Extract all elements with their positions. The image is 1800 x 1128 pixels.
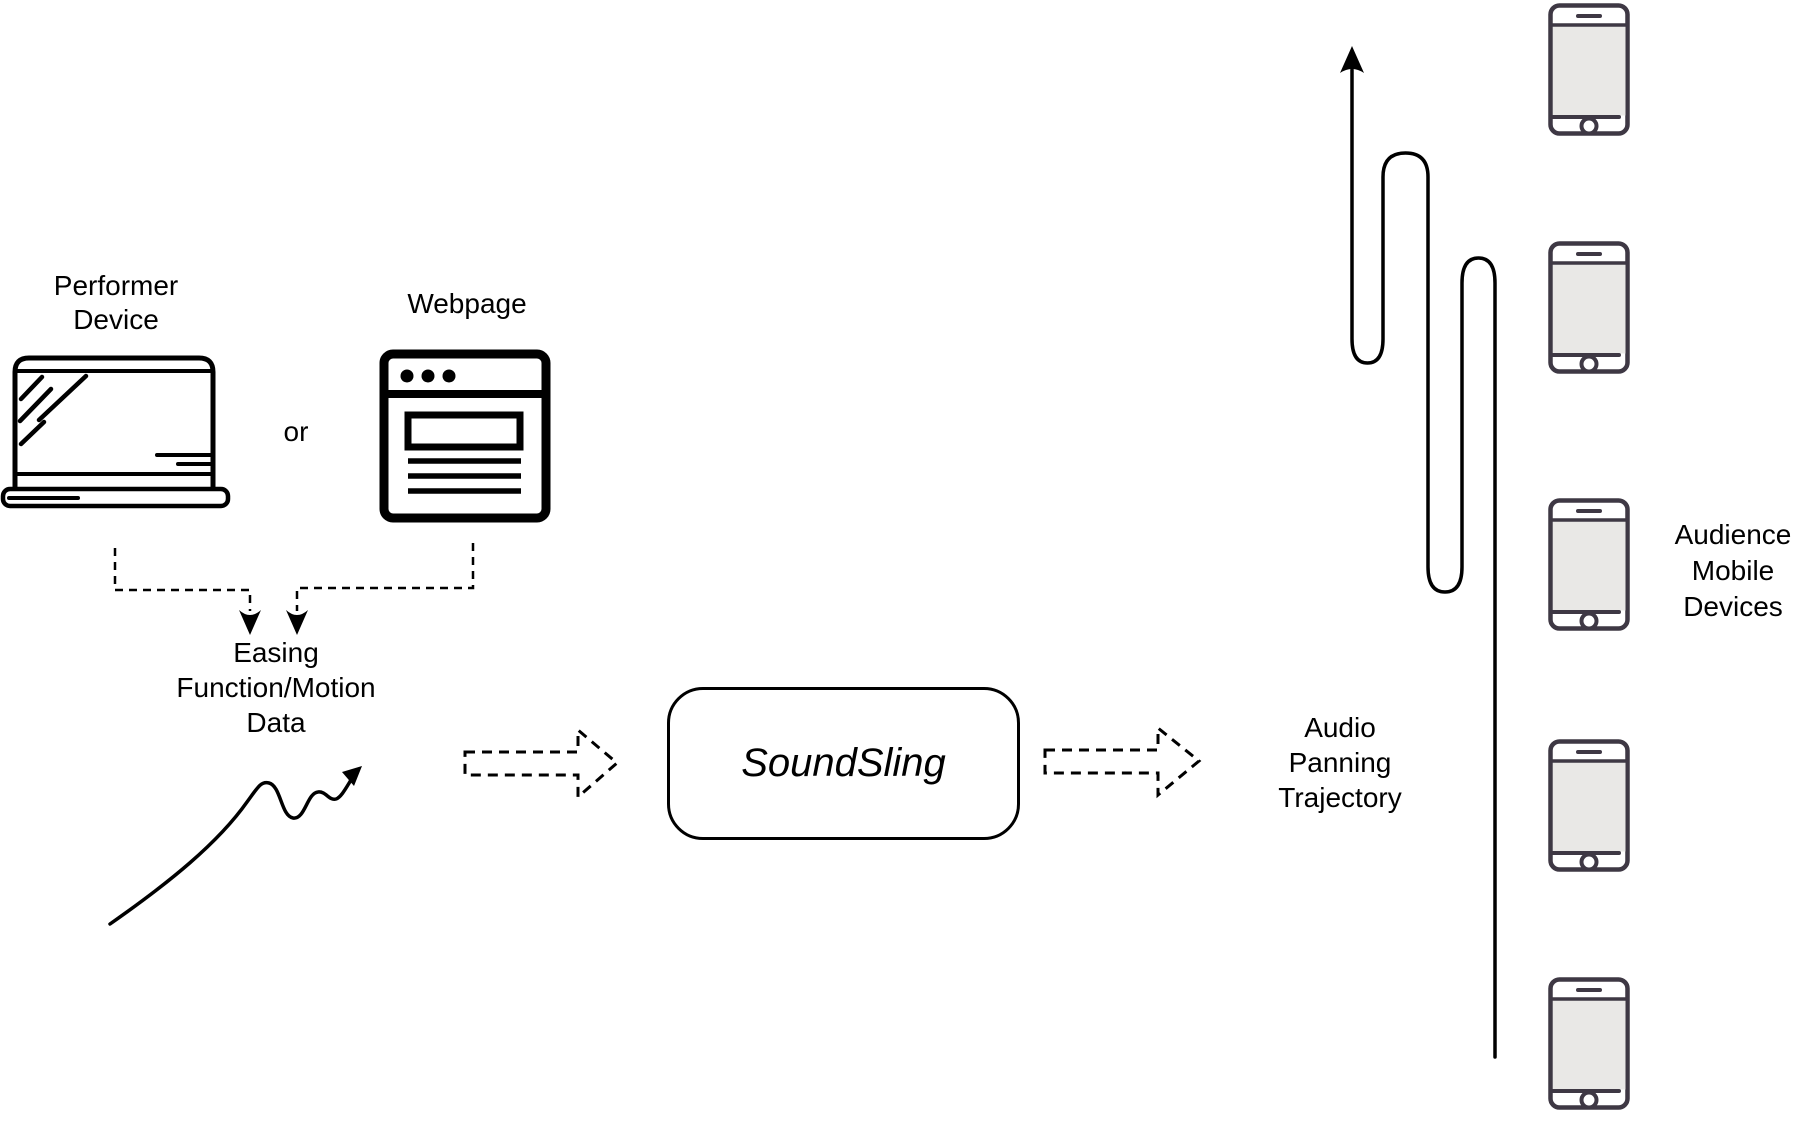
smartphone-icon (1548, 3, 1630, 136)
performer-device-label-line2: Device (73, 304, 159, 335)
soundsling-node: SoundSling (667, 687, 1020, 840)
audience-label-line1: Audience (1674, 519, 1792, 550)
phone-screen (1553, 26, 1626, 116)
audio-panning-trajectory-label: Audio Panning Trajectory (1250, 710, 1430, 815)
laptop-screen-detail-lines (155, 453, 215, 466)
browser-window-buttons (400, 369, 456, 383)
audience-mobile-devices-label: Audience Mobile Devices (1653, 517, 1800, 625)
phone-screen (1553, 264, 1626, 354)
phone-screen (1553, 521, 1626, 611)
phone-screen (1553, 762, 1626, 852)
easing-label-line3: Data (246, 707, 306, 738)
phone-home-button (1579, 1090, 1599, 1110)
smartphone-icon (1548, 739, 1630, 872)
performer-device-label-line1: Performer (53, 270, 179, 301)
smartphone-icon (1548, 498, 1630, 631)
browser-hero-block (404, 411, 524, 451)
audience-label-line3: Devices (1683, 591, 1783, 622)
performer-device-label: Performer Device (36, 269, 196, 337)
browser-window-icon (379, 349, 551, 523)
easing-label-line1: Easing (233, 637, 319, 668)
webpage-label: Webpage (407, 288, 527, 319)
easing-label-line2: Function/Motion (176, 672, 376, 703)
laptop-screen-shine-lines (17, 373, 89, 447)
connector-arrowheads (239, 610, 308, 635)
laptop-base (0, 486, 231, 509)
phone-screen (1553, 1000, 1626, 1090)
audio-label-line3: Trajectory (1278, 782, 1402, 813)
webpage-connector-line (295, 543, 475, 611)
down-arrowhead-icon (239, 610, 261, 635)
laptop-connector-line (113, 548, 252, 611)
curve-arrowhead-icon (342, 766, 362, 786)
audience-phones (1548, 3, 1630, 1110)
rising-wavy-arrow-icon (108, 766, 362, 926)
phone-home-button (1579, 116, 1599, 136)
dashed-block-arrow-icon (463, 726, 620, 801)
easing-function-motion-data-label: Easing Function/Motion Data (166, 635, 386, 740)
or-label: or (283, 416, 309, 447)
easing-curve-path (108, 775, 355, 926)
audio-label-line1: Audio (1304, 712, 1376, 743)
audience-label-line2: Mobile (1691, 555, 1775, 586)
trajectory-path (1350, 68, 1497, 1059)
smartphone-icon (1548, 977, 1630, 1110)
laptop-icon (0, 355, 231, 509)
device-to-easing-connectors (113, 543, 475, 611)
phone-home-button (1579, 354, 1599, 374)
phone-home-button (1579, 852, 1599, 872)
soundsling-label: SoundSling (741, 741, 946, 785)
serpentine-up-arrow-icon (1340, 46, 1497, 1059)
audio-label-line2: Panning (1288, 747, 1392, 778)
down-arrowhead-icon (286, 610, 308, 635)
smartphone-icon (1548, 241, 1630, 374)
dashed-block-arrow-icon (1043, 724, 1202, 799)
browser-text-lines (408, 458, 521, 494)
trajectory-arrowhead-icon (1340, 46, 1364, 73)
phone-home-button (1579, 611, 1599, 631)
